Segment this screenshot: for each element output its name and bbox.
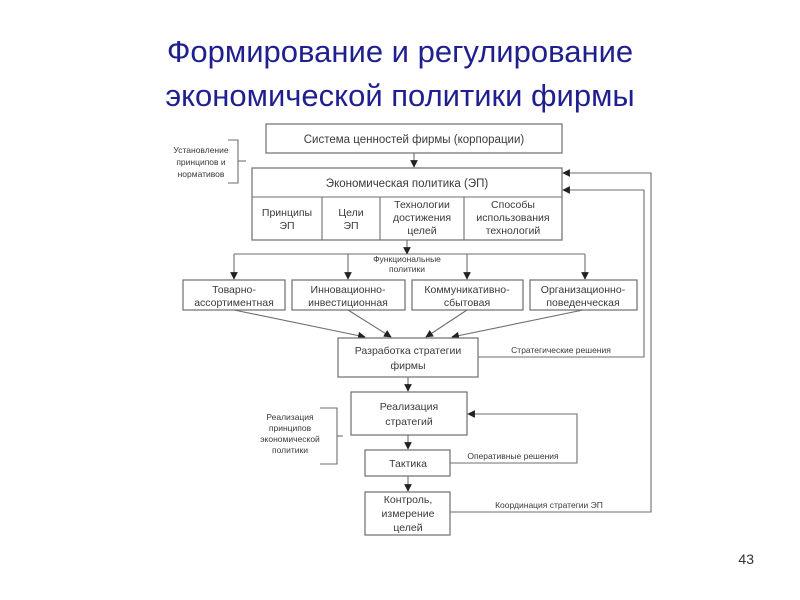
strategy-dev-line-2: фирмы <box>390 360 425 372</box>
establishment-note: Установление принципов и нормативов <box>173 139 246 184</box>
cell-methods-3: технологий <box>486 225 541 237</box>
functional-policy-1-line-1: Товарно- <box>212 284 256 296</box>
arrow-converge-3 <box>425 309 468 338</box>
functional-label-1: Функциональные <box>373 254 441 264</box>
functional-policy-3-line-1: Коммуникативно- <box>424 284 510 296</box>
realization-note-line-3: экономической <box>260 434 320 444</box>
establishment-line-2: принципов и <box>176 157 226 167</box>
value-system-label: Система ценностей фирмы (корпорации) <box>304 134 525 146</box>
strategy-dev-line-1: Разработка стратегии <box>355 345 462 357</box>
functional-policy-3-line-2: сбытовая <box>444 297 490 309</box>
realization-note-line-4: политики <box>272 445 308 455</box>
strategy-impl-line-2: стратегий <box>385 416 433 428</box>
cell-goals-1: Цели <box>338 207 363 219</box>
tactics-label: Тактика <box>389 458 427 470</box>
feedback-operational <box>450 410 578 464</box>
strategic-decisions-label: Стратегические решения <box>511 345 611 355</box>
functional-policy-box: Инновационно- инвестиционная <box>291 279 406 311</box>
value-system-box: Система ценностей фирмы (корпорации) <box>265 123 563 154</box>
strategy-development-box: Разработка стратегии фирмы <box>337 337 479 378</box>
strategy-impl-line-1: Реализация <box>380 401 438 413</box>
establishment-line-3: нормативов <box>178 169 225 179</box>
arrow-converge-2 <box>347 309 392 338</box>
establishment-bracket <box>228 139 239 184</box>
control-line-3: целей <box>393 522 422 534</box>
cell-tech-1: Технологии <box>394 199 450 211</box>
realization-bracket <box>320 407 338 465</box>
feedback-strategic <box>478 186 645 358</box>
operational-decisions-label: Оперативные решения <box>467 451 559 461</box>
functional-policy-box: Товарно- ассортиментная <box>182 279 286 311</box>
arrow-converge-1 <box>233 309 366 340</box>
slide-title: Формирование и регулирование экономическ… <box>0 30 800 118</box>
realization-note-line-2: принципов <box>269 423 312 433</box>
functional-policy-4-line-2: поведенческая <box>546 297 619 309</box>
functional-label-2: политики <box>389 264 425 274</box>
functional-policy-2-line-1: Инновационно- <box>311 284 386 296</box>
title-line-2: экономической политики фирмы <box>165 78 635 113</box>
cell-methods-1: Способы <box>491 199 535 211</box>
establishment-line-1: Установление <box>173 145 228 155</box>
realization-note-line-1: Реализация <box>266 412 314 422</box>
page-number: 43 <box>738 551 754 567</box>
cell-principles-1: Принципы <box>262 207 312 219</box>
cell-tech-2: достижения <box>393 212 451 224</box>
control-box: Контроль, измерение целей <box>364 491 451 536</box>
coordination-label: Координация стратегии ЭП <box>495 500 603 510</box>
economic-policy-header: Экономическая политика (ЭП) <box>326 178 489 190</box>
realization-note: Реализация принципов экономической полит… <box>260 407 343 465</box>
functional-policy-box: Организационно- поведенческая <box>529 279 638 311</box>
functional-policy-4-line-1: Организационно- <box>541 284 626 296</box>
control-line-2: измерение <box>382 508 435 520</box>
cell-methods-2: использования <box>476 212 549 224</box>
feedback-coordination <box>450 169 652 513</box>
control-line-1: Контроль, <box>384 494 433 506</box>
strategy-implementation-box: Реализация стратегий <box>350 391 468 436</box>
tactics-box: Тактика <box>364 449 451 477</box>
functional-policy-1-line-2: ассортиментная <box>194 297 274 309</box>
cell-principles-2: ЭП <box>279 220 294 232</box>
arrow-converge-4 <box>451 309 584 340</box>
cell-goals-2: ЭП <box>343 220 358 232</box>
functional-policy-2-line-2: инвестиционная <box>308 297 388 309</box>
economic-policy-box: Экономическая политика (ЭП) Принципы ЭП … <box>251 167 563 241</box>
functional-policy-box: Коммуникативно- сбытовая <box>411 279 524 311</box>
cell-tech-3: целей <box>407 225 436 237</box>
title-line-1: Формирование и регулирование <box>166 34 634 69</box>
